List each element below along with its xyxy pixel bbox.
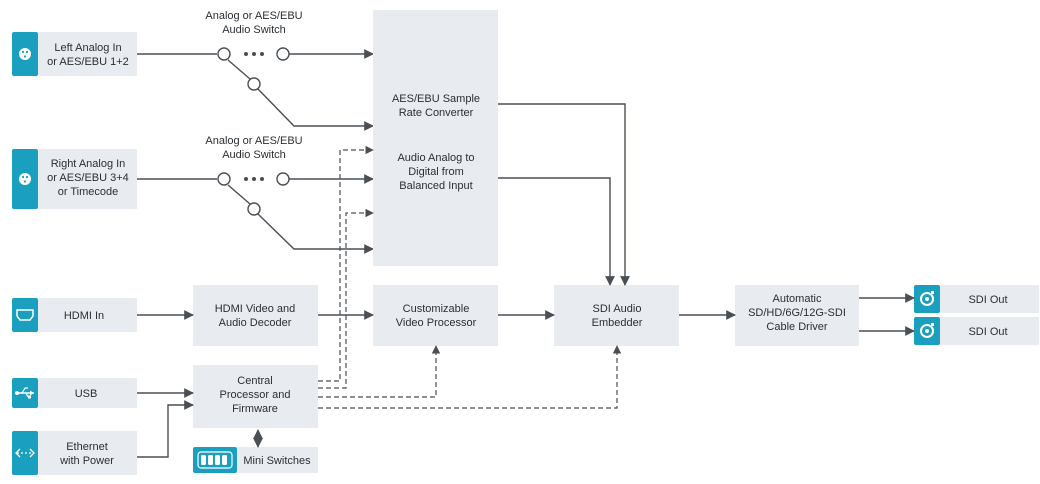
analog-digital-label-3: Balanced Input — [399, 180, 472, 192]
hdmi-port-icon — [16, 309, 34, 321]
ethernet-label-2: with Power — [59, 455, 114, 467]
left-analog-label-1: Left Analog In — [54, 42, 121, 54]
cpu-block: Central Processor and Firmware — [193, 365, 318, 428]
video-processor-block: Customizable Video Processor — [373, 285, 498, 346]
switch-bottom-dot-1 — [244, 177, 248, 181]
video-processor-label-2: Video Processor — [396, 317, 477, 329]
switch-bottom-node-out — [276, 172, 290, 186]
audio-processing-block: AES/EBU Sample Rate Converter Audio Anal… — [373, 10, 498, 266]
switch-top-dot-3 — [260, 52, 264, 56]
ethernet-label-1: Ethernet — [66, 441, 108, 453]
hdmi-in-box — [38, 298, 137, 332]
switch-top-node-out — [276, 47, 290, 61]
audio-switch-top-label-1: Analog or AES/EBU — [205, 10, 302, 22]
sdi-embedder-box — [554, 285, 679, 346]
mini-switches-label: Mini Switches — [243, 455, 311, 467]
cpu-label-3: Firmware — [232, 403, 278, 415]
wire-switch-top-to-analog — [257, 88, 374, 131]
sdi-out-2-label: SDI Out — [968, 326, 1007, 338]
cable-driver-label-1: Automatic — [773, 293, 822, 305]
video-processor-label-1: Customizable — [403, 303, 470, 315]
right-analog-label-3: or Timecode — [58, 186, 119, 198]
usb-label: USB — [75, 388, 98, 400]
left-analog-box — [38, 32, 137, 76]
dip-switch-icon — [197, 451, 233, 469]
sdi-out-1: SDI Out — [914, 285, 1039, 313]
hdmi-in-label: HDMI In — [64, 310, 104, 322]
left-analog-input: Left Analog In or AES/EBU 1+2 — [12, 32, 137, 76]
sdi-out-1-box — [940, 285, 1039, 313]
analog-digital-label-1: Audio Analog to — [397, 152, 474, 164]
audio-processing-box — [373, 10, 498, 266]
control-cpu-to-audio — [318, 208, 374, 389]
bnc-connector-icon — [920, 291, 934, 306]
mini-switches-box — [237, 447, 318, 473]
switch-bottom-node-alt — [247, 202, 261, 216]
hdmi-input: HDMI In — [12, 298, 137, 332]
audio-switch-top-label-2: Audio Switch — [222, 24, 286, 36]
right-analog-label-2: or AES/EBU 3+4 — [47, 172, 129, 184]
sdi-out-2: SDI Out — [914, 317, 1039, 345]
switch-top-lever — [227, 59, 251, 80]
sdi-embedder-label-2: Embedder — [592, 317, 643, 329]
control-cpu-to-src — [318, 145, 374, 382]
switch-bottom-node-in — [217, 172, 231, 186]
sdi-embedder-block: SDI Audio Embedder — [554, 285, 679, 346]
cable-driver-label-2: SD/HD/6G/12G-SDI — [748, 307, 846, 319]
switch-bottom-dot-2 — [252, 177, 256, 181]
mini-switches: Mini Switches — [193, 447, 318, 473]
wire-ethernet-to-cpu — [137, 400, 194, 458]
right-analog-label-1: Right Analog In — [51, 158, 126, 170]
hdmi-decoder-label-2: Audio Decoder — [219, 317, 292, 329]
sdi-embedder-label-1: SDI Audio — [593, 303, 642, 315]
switch-bottom-dot-3 — [260, 177, 264, 181]
audio-switch-bottom-label-1: Analog or AES/EBU — [205, 135, 302, 147]
right-analog-box — [38, 149, 137, 209]
src-label-2: Rate Converter — [399, 107, 474, 119]
switch-top-node-in — [217, 47, 231, 61]
cable-driver-box — [735, 285, 859, 346]
bnc-connector-icon — [920, 323, 934, 338]
switch-top-node-alt — [247, 77, 261, 91]
ethernet-icon — [15, 448, 35, 458]
audio-switch-bottom: Analog or AES/EBU Audio Switch — [137, 135, 374, 254]
sdi-out-2-box — [940, 317, 1039, 345]
hdmi-tile — [12, 298, 38, 332]
cpu-label-2: Processor and — [220, 389, 291, 401]
usb-icon — [15, 387, 34, 399]
hdmi-decoder-block: HDMI Video and Audio Decoder — [193, 285, 318, 346]
analog-digital-label-2: Digital from — [408, 166, 464, 178]
audio-switch-bottom-label-2: Audio Switch — [222, 149, 286, 161]
src-label-1: AES/EBU Sample — [392, 93, 480, 105]
video-processor-box — [373, 285, 498, 346]
xlr-connector-icon — [19, 48, 31, 60]
cpu-label-1: Central — [237, 375, 272, 387]
cpu-box — [193, 365, 318, 428]
control-cpu-to-processor — [318, 345, 441, 398]
usb-input: USB — [12, 378, 137, 408]
xlr-connector-icon — [19, 173, 31, 185]
control-cpu-to-embedder — [318, 345, 622, 409]
switch-top-dot-1 — [244, 52, 248, 56]
usb-box — [38, 378, 137, 408]
switch-bottom-lever — [227, 184, 251, 205]
wire-src-to-embedder — [498, 103, 630, 286]
cable-driver-block: Automatic SD/HD/6G/12G-SDI Cable Driver — [735, 285, 859, 346]
right-analog-input: Right Analog In or AES/EBU 3+4 or Timeco… — [12, 149, 137, 209]
audio-switch-top: Analog or AES/EBU Audio Switch — [137, 10, 374, 131]
ethernet-box — [38, 431, 137, 475]
switch-top-dot-2 — [252, 52, 256, 56]
left-analog-label-2: or AES/EBU 1+2 — [47, 56, 129, 68]
cable-driver-label-3: Cable Driver — [766, 321, 827, 333]
ethernet-input: Ethernet with Power — [12, 431, 137, 475]
wire-analog-to-embedder — [498, 177, 615, 286]
hdmi-decoder-label-1: HDMI Video and — [215, 303, 296, 315]
hdmi-decoder-box — [193, 285, 318, 346]
sdi-out-1-label: SDI Out — [968, 294, 1007, 306]
wire-switch-bottom-to-analog-b — [257, 213, 374, 254]
